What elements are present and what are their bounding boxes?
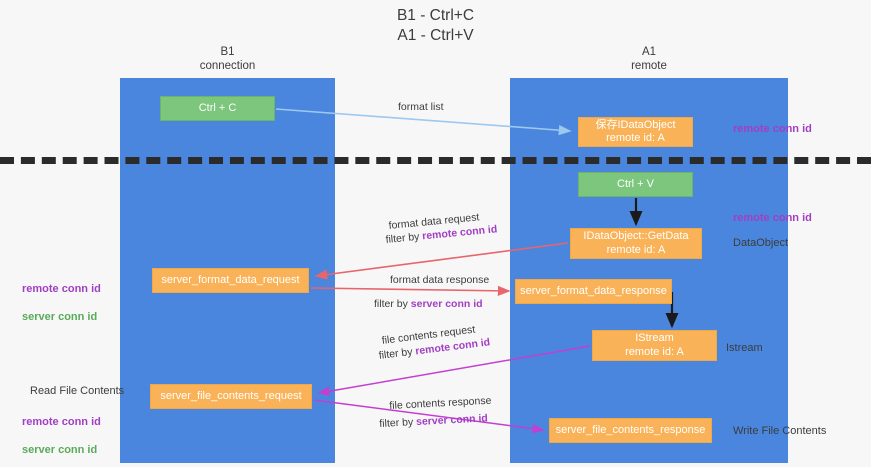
box-ctrl-c[interactable]: Ctrl + C	[160, 96, 275, 121]
label-read-file-contents: Read File Contents	[30, 385, 125, 397]
label-istream: Istream	[726, 342, 763, 354]
box-istream[interactable]: IStream remote id: A	[592, 330, 717, 361]
caption-filter-prefix-4: filter by	[379, 416, 417, 430]
box-server-file-contents-request[interactable]: server_file_contents_request	[150, 384, 312, 409]
caption-format-data-response: format data response	[390, 274, 490, 286]
lane-header-a1: A1 remote	[631, 46, 667, 72]
caption-filter-value-2: server conn id	[410, 298, 483, 310]
caption-filter-prefix-3: filter by	[378, 345, 417, 362]
label-remote-conn-id-mid: remote conn id	[733, 212, 812, 224]
label-remote-conn-id-top: remote conn id	[733, 123, 812, 135]
box-server-file-contents-response[interactable]: server_file_contents_response	[549, 418, 712, 443]
phase-divider	[0, 157, 871, 164]
lane-header-b1: B1 connection	[199, 46, 256, 72]
caption-format-list: format list	[398, 101, 444, 113]
box-server-format-data-request[interactable]: server_format_data_request	[152, 268, 309, 293]
diagram-title: B1 - Ctrl+C A1 - Ctrl+V	[396, 7, 475, 44]
label-dataobject: DataObject	[733, 237, 789, 249]
caption-filter-prefix-2: filter by	[374, 298, 411, 310]
label-remote-conn-id-left-2: remote conn id	[22, 416, 101, 428]
label-server-conn-id-left: server conn id	[22, 311, 98, 323]
box-ctrl-v[interactable]: Ctrl + V	[578, 172, 693, 197]
box-idataobject[interactable]: 保存IDataObject remote id: A	[578, 117, 693, 147]
box-server-format-data-response[interactable]: server_format_data_response	[515, 279, 672, 304]
arrow-format-data-response	[310, 285, 511, 296]
caption-filter-prefix: filter by	[385, 230, 423, 246]
label-server-conn-id-left-2: server conn id	[22, 444, 98, 456]
label-remote-conn-id-left: remote conn id	[22, 283, 101, 295]
caption-filter-value-4: server conn id	[415, 412, 489, 429]
box-idataobject-getdata[interactable]: IDataObject::GetData remote id: A	[570, 228, 702, 259]
caption-format-data-response-filter: filter by server conn id	[374, 297, 483, 312]
label-conn-ids-lower: remote conn id server conn id	[22, 401, 101, 457]
label-conn-ids-upper: remote conn id server conn id	[22, 268, 101, 324]
label-write-file-contents: Write File Contents	[733, 425, 827, 437]
caption-file-contents-response-filter: filter by server conn id	[379, 411, 488, 432]
